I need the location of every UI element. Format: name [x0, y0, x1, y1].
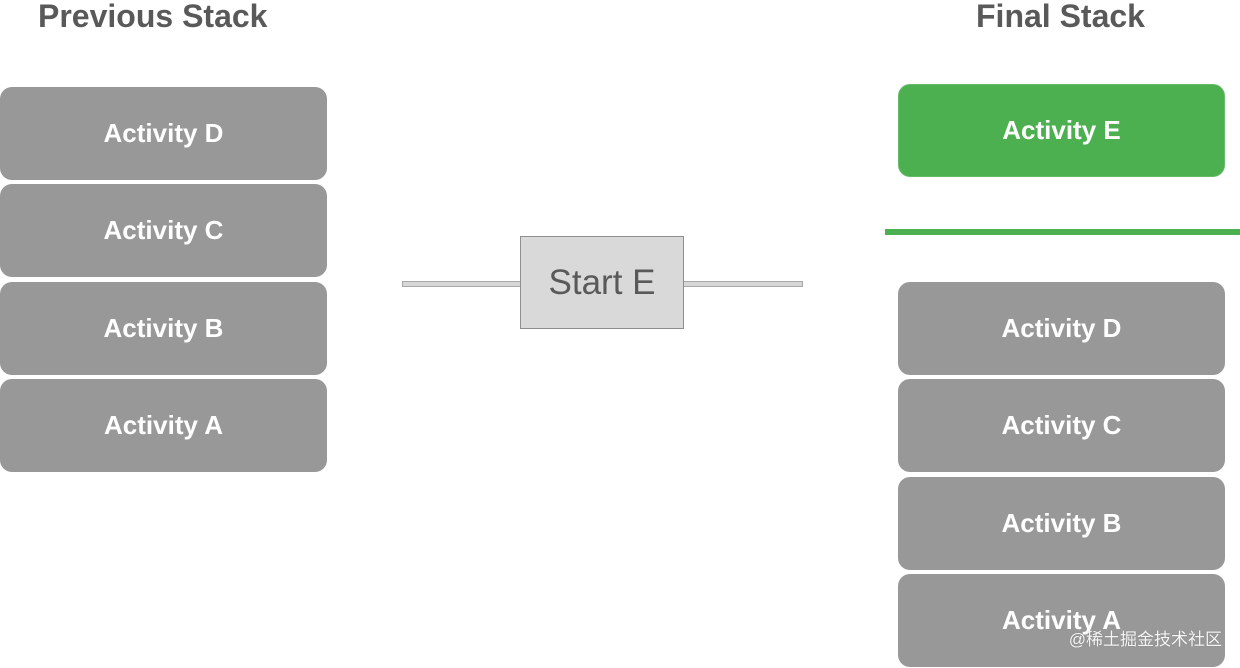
previous-stack-activity-c: Activity C: [0, 184, 327, 277]
connector-right: [683, 281, 803, 287]
final-stack-divider: [885, 229, 1240, 235]
final-stack-activity-b: Activity B: [898, 477, 1225, 570]
final-stack-activity-d: Activity D: [898, 282, 1225, 375]
connector-left: [402, 281, 522, 287]
final-stack-new-activity-e: Activity E: [898, 84, 1225, 177]
previous-stack-heading: Previous Stack: [38, 0, 268, 34]
watermark-text: @稀土掘金技术社区: [1068, 630, 1222, 649]
previous-stack-activity-d: Activity D: [0, 87, 327, 180]
final-stack-activity-c: Activity C: [898, 379, 1225, 472]
previous-stack-activity-b: Activity B: [0, 282, 327, 375]
final-stack-activity-a: Activity A: [898, 574, 1225, 667]
previous-stack-activity-a: Activity A: [0, 379, 327, 472]
final-stack-heading: Final Stack: [976, 0, 1145, 34]
start-e-action-box: Start E: [520, 236, 684, 329]
